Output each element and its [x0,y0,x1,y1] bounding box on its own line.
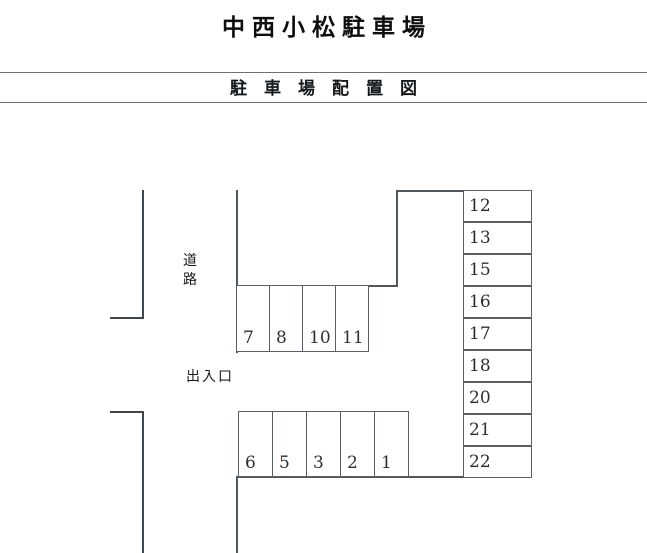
parking-stall-number: 15 [469,260,491,280]
parking-stall-number: 20 [469,388,491,408]
parking-stall-number: 18 [469,356,491,376]
parking-stall[interactable]: 5 [272,411,307,477]
parking-stall[interactable]: 3 [306,411,341,477]
parking-stall[interactable]: 8 [269,285,303,352]
parking-stall-number: 7 [243,328,254,348]
parking-stall[interactable]: 7 [236,285,270,352]
driveway-right-edge [396,190,398,287]
lot-bottom-edge [236,476,466,478]
road-upper-vertical-line [142,190,144,319]
parking-stall-number: 13 [469,228,491,248]
parking-stall[interactable]: 20 [463,382,532,414]
parking-stall[interactable]: 10 [302,285,336,352]
parking-stall[interactable]: 15 [463,254,532,286]
parking-stall[interactable]: 17 [463,318,532,350]
driveway-left-edge-upper [236,190,238,287]
parking-stall-number: 1 [381,453,392,473]
parking-stall[interactable]: 16 [463,286,532,318]
parking-stall[interactable]: 12 [463,190,532,222]
driveway-exit-edge [236,476,238,553]
parking-stall[interactable]: 18 [463,350,532,382]
parking-stall-number: 12 [469,196,491,216]
parking-stall-number: 6 [245,453,256,473]
parking-stall[interactable]: 6 [238,411,273,477]
parking-stall-number: 21 [469,420,491,440]
parking-stall-number: 2 [347,453,358,473]
parking-stall-number: 5 [279,453,290,473]
road-upper-horizontal-line [110,317,144,319]
parking-stall[interactable]: 1 [374,411,409,477]
parking-stall-number: 8 [276,328,287,348]
driveway-top-edge [397,190,465,192]
parking-stall[interactable]: 21 [463,414,532,446]
road-label: 道路 [183,253,197,288]
parking-stall[interactable]: 2 [340,411,375,477]
entrance-label: 出入口 [186,369,234,385]
parking-stall[interactable]: 22 [463,446,532,478]
parking-stall-number: 3 [313,453,324,473]
road-lower-horizontal-line [110,411,144,413]
parking-stall-number: 10 [309,328,331,348]
subtitle: 駐車場配置図 [230,79,434,99]
parking-stall-number: 17 [469,324,491,344]
parking-stall-number: 22 [469,452,491,472]
parking-stall-number: 11 [342,328,364,348]
subtitle-rule-band [0,72,647,103]
parking-stall-number: 16 [469,292,491,312]
parking-stall[interactable]: 11 [335,285,369,352]
road-lower-vertical-line [142,411,144,553]
page-title: 中西小松駐車場 [222,15,432,41]
parking-stall[interactable]: 13 [463,222,532,254]
